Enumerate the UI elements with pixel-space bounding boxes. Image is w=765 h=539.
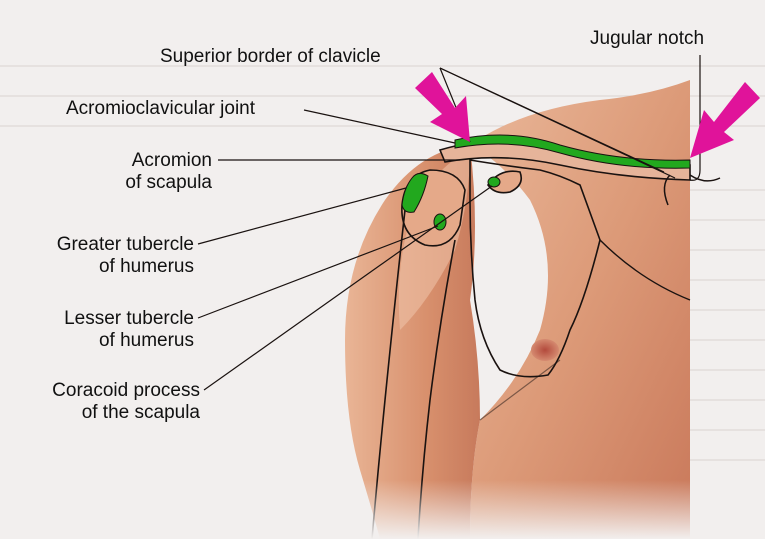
- arrow-superior-border: [415, 72, 470, 142]
- label-acromioclavicular-joint: Acromioclavicular joint: [66, 98, 256, 119]
- greater-tubercle-highlight: [433, 213, 447, 231]
- leader-coracoid: [203, 185, 493, 391]
- arrow-jugular-notch: [690, 82, 760, 158]
- acromion-highlight: [401, 172, 429, 213]
- label-superior-border-of-clavicle: Superior border of clavicle: [160, 46, 381, 67]
- leader-clavicle-3: [439, 67, 676, 179]
- leader-acromioclavicular: [303, 109, 456, 144]
- pointer-arrows: [415, 72, 760, 158]
- label-lesser-tubercle: Lesser tubercle of humerus: [64, 308, 194, 351]
- label-greater-tubercle: Greater tubercle of humerus: [56, 234, 194, 277]
- leader-greater-tubercle: [197, 187, 407, 245]
- leader-jugular: [689, 55, 701, 181]
- superior-border-highlight: [454, 134, 691, 169]
- nipple: [531, 339, 559, 361]
- scapula: [469, 159, 601, 378]
- lesser-tubercle-highlight: [487, 176, 501, 188]
- torso: [470, 80, 690, 539]
- label-coracoid-process: Coracoid process of the scapula: [52, 380, 200, 423]
- label-acromion-of-scapula: Acromion of scapula: [125, 150, 212, 193]
- leader-lesser-tubercle: [197, 225, 439, 319]
- label-jugular-notch: Jugular notch: [590, 28, 705, 49]
- landmark-highlights: [401, 134, 691, 231]
